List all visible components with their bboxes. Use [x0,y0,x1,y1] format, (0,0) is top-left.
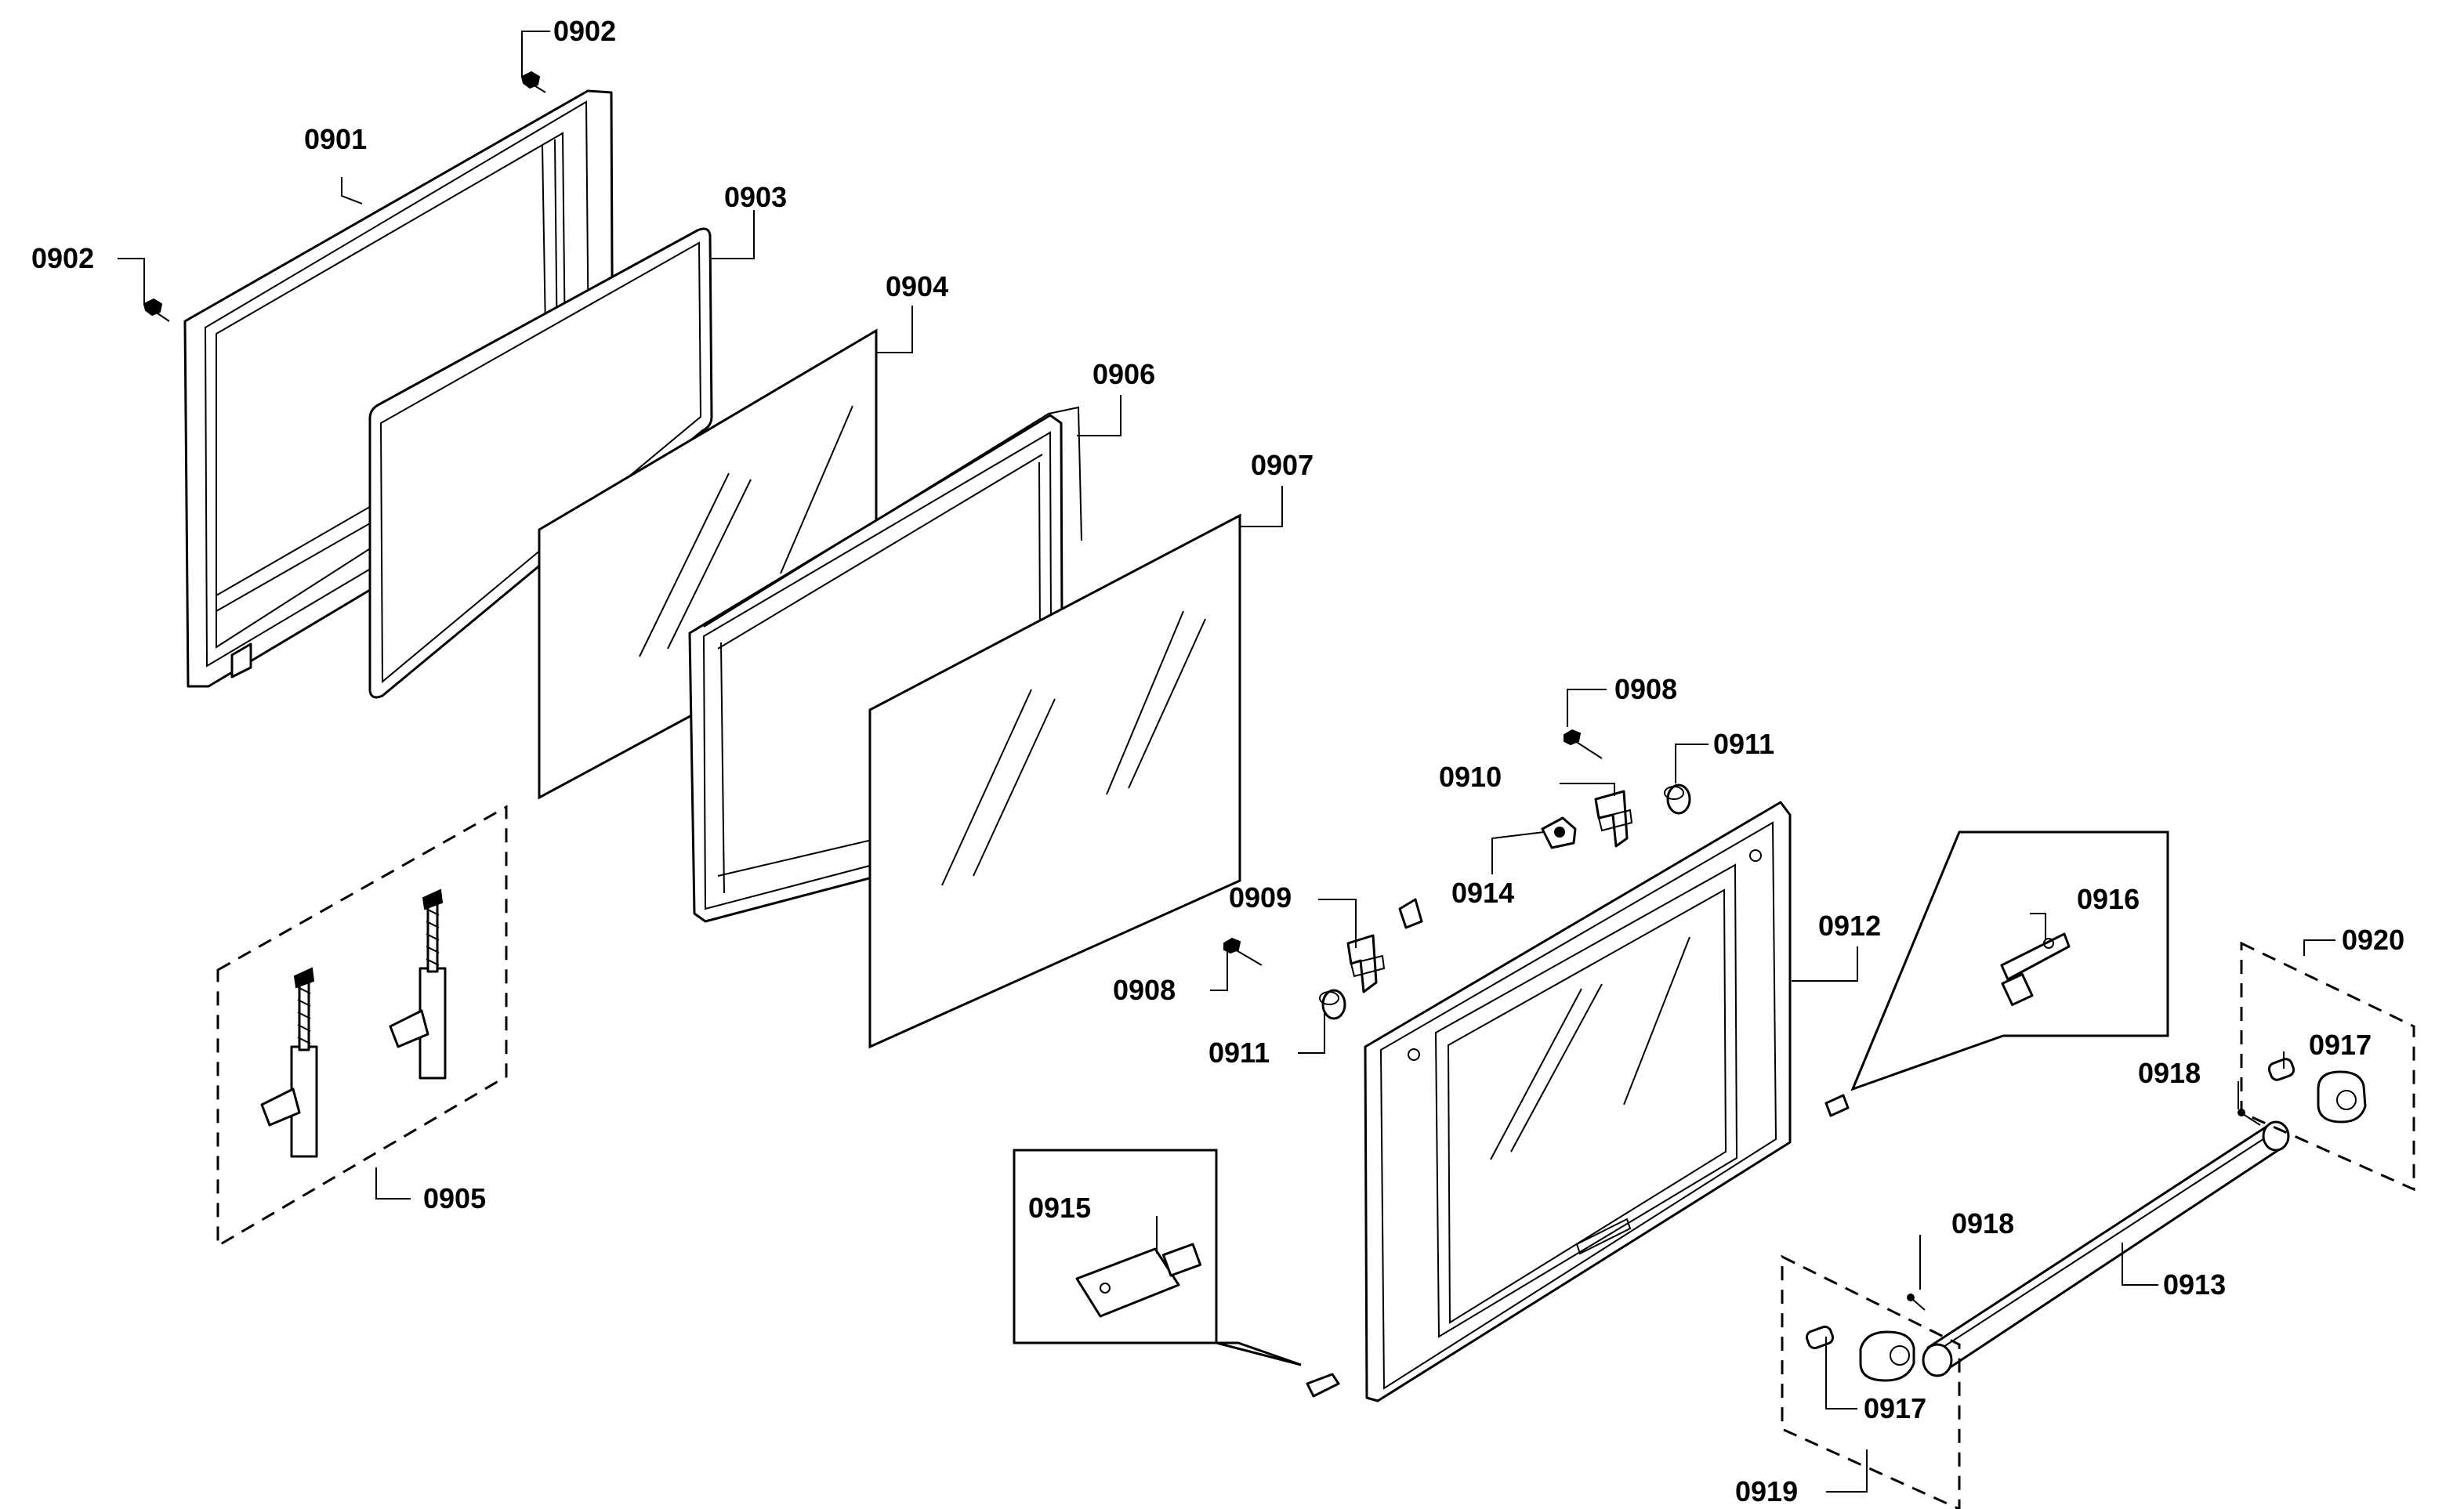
label-0909: 0909 [1229,881,1292,914]
detail-box-0915 [1013,1149,1302,1366]
label-0905: 0905 [423,1182,486,1214]
part-0913-door-handle [1922,1120,2290,1377]
part-0903-door-gasket [368,227,713,699]
label-0917-upper: 0917 [2309,1029,2372,1061]
part-0920-handle-end-group [2240,941,2415,1192]
detail-box-0916 [1850,830,2169,1091]
label-0918-upper: 0918 [2138,1057,2201,1089]
label-0903: 0903 [724,181,787,213]
part-0919-end-cap-lower [1859,1330,1915,1382]
label-0920: 0920 [2342,924,2404,956]
label-0914: 0914 [1451,877,1514,909]
leader-lines [118,31,2335,1493]
part-0915-clip-small [1306,1373,1340,1398]
part-0918-pin-lower [1907,1294,1926,1311]
label-0906: 0906 [1092,358,1155,390]
part-0917-insert-lower [1805,1325,1835,1350]
part-0905-door-hinges [216,805,508,1248]
part-0919-handle-end-group [1781,1254,1961,1509]
label-0904: 0904 [886,270,948,302]
part-0908-screw-upper [1564,729,1603,759]
label-0913: 0913 [2163,1268,2226,1301]
label-0902-top: 0902 [553,15,616,47]
label-0902-left: 0902 [31,242,94,274]
part-0914-clip-upper [1541,816,1577,849]
label-0919: 0919 [1735,1475,1798,1507]
part-0917-insert-upper [2267,1058,2296,1081]
part-0902-screw-top [520,71,546,93]
label-0911-upper: 0911 [1713,728,1774,760]
label-0916: 0916 [2077,883,2140,915]
part-0919-end-cap-upper [2317,1070,2367,1124]
part-0908-screw-lower [1223,937,1263,966]
part-0902-screw-left [143,298,170,322]
label-0910: 0910 [1439,761,1502,793]
part-0907-outer-glass-pane [868,513,1241,1049]
part-0916-clip-small [1824,1094,1850,1117]
label-0907: 0907 [1251,449,1314,481]
label-0918-lower: 0918 [1951,1207,2014,1239]
label-0908-upper: 0908 [1614,673,1677,705]
part-0914-clip-lower [1398,898,1423,929]
label-0912: 0912 [1818,910,1881,942]
part-0910-bracket-upper [1594,790,1633,848]
part-0911-spacer-lower [1319,989,1346,1020]
label-0901: 0901 [304,123,367,155]
label-0915: 0915 [1028,1192,1091,1224]
label-0911-lower: 0911 [1208,1037,1270,1069]
part-0911-spacer-upper [1664,783,1691,815]
part-labels: 0902 0901 0902 0903 0904 0906 0907 0908 … [31,15,2404,1507]
part-0912-outer-door-panel [1364,801,1792,1402]
label-0917-lower: 0917 [1864,1392,1926,1424]
label-0908-lower: 0908 [1113,974,1176,1006]
part-0909-bracket-lower [1346,934,1386,993]
